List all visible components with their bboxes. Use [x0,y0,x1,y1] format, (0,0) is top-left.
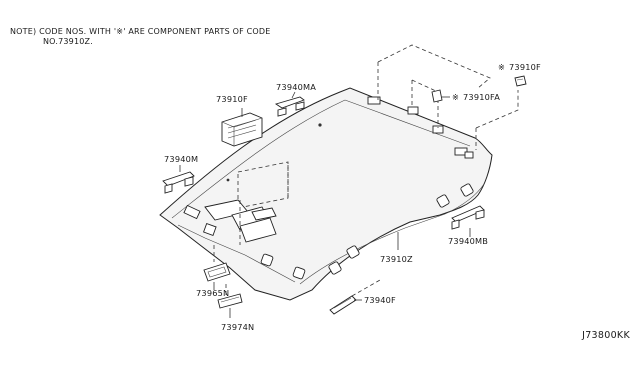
label-73910F-left: 73910F [216,94,248,104]
headlining-panel [159,87,493,301]
part-73940F-visor-hook [329,279,381,315]
part-73910F-block [221,108,263,147]
label-73965N: 73965N [196,288,229,298]
center-dashed-area [237,161,289,209]
part-73965N-map-lamp [203,245,231,290]
note-text: NOTE) CODE NOS. WITH '※' ARE COMPONENT P… [10,27,271,47]
label-73910F-top: 73910F [509,62,541,72]
front-console-cutouts [183,199,277,243]
label-73910FA: 73910FA [463,92,500,102]
side-pockets [260,183,474,280]
component-mark: ※ [498,62,505,72]
rear-dashed-frame [377,44,519,150]
label-73940F: 73940F [364,295,396,305]
part-73940M-grab-handle [162,165,195,194]
side-mark [226,178,230,182]
part-73910F-top-clip [514,75,527,87]
part-73974N-bracket [217,284,243,318]
note-line-1: NOTE) CODE NOS. WITH '※' ARE COMPONENT P… [10,27,271,36]
diagram-id: J73800KK [582,330,630,341]
part-73940MA-grab-handle [274,91,305,117]
center-mark [318,123,322,127]
label-73910Z: 73910Z [380,254,413,264]
label-73974N: 73974N [221,322,254,332]
label-73940MB: 73940MB [448,236,488,246]
component-mark: ※ [452,92,459,102]
label-73940MA: 73940MA [276,82,316,92]
note-line-2: NO.73910Z. [43,37,93,46]
rear-clips [367,96,474,159]
part-73940MB-grab-handle [451,205,485,237]
part-73910FA-clip [431,89,450,103]
label-73940M: 73940M [164,154,198,164]
